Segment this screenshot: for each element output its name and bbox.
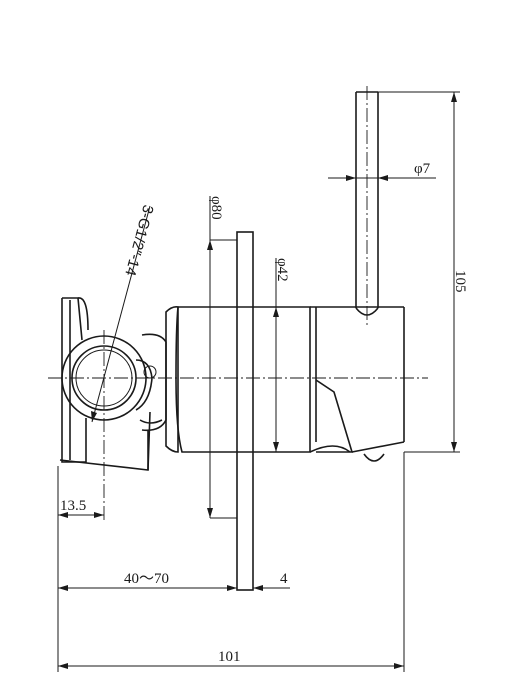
dim-overall-length-text: 101 [218, 649, 241, 665]
dim-plate-thickness-text: 4 [280, 571, 288, 587]
dim-body-diameter: φ42 [273, 258, 290, 452]
dim-lever-height-text: 105 [452, 270, 468, 293]
thread-callout-text: 3-G1/2″-14 [121, 203, 156, 278]
lever-handle [355, 86, 379, 326]
mixer-body [175, 306, 405, 462]
dim-plate-diameter-text: φ80 [208, 196, 224, 220]
dim-lever-diameter-text: φ7 [414, 161, 431, 177]
dim-port-offset: 13.5 [57, 466, 104, 520]
thread-callout: 3-G1/2″-14 [91, 203, 157, 423]
dim-plate-diameter: φ80 [207, 196, 224, 518]
dim-lever-diameter: φ7 [328, 161, 436, 181]
dim-lever-height: 105 [378, 91, 468, 453]
dim-port-offset-text: 13.5 [60, 498, 86, 514]
cover-plate [210, 231, 254, 591]
inlet-fitting [59, 297, 179, 471]
dim-plate-thickness: 4 [253, 571, 290, 591]
dim-wall-depth: 40～70 [57, 520, 237, 672]
dim-body-diameter-text: φ42 [274, 258, 290, 282]
dim-wall-depth-text: 40～70 [124, 571, 169, 587]
dim-overall-length: 101 [58, 452, 405, 672]
